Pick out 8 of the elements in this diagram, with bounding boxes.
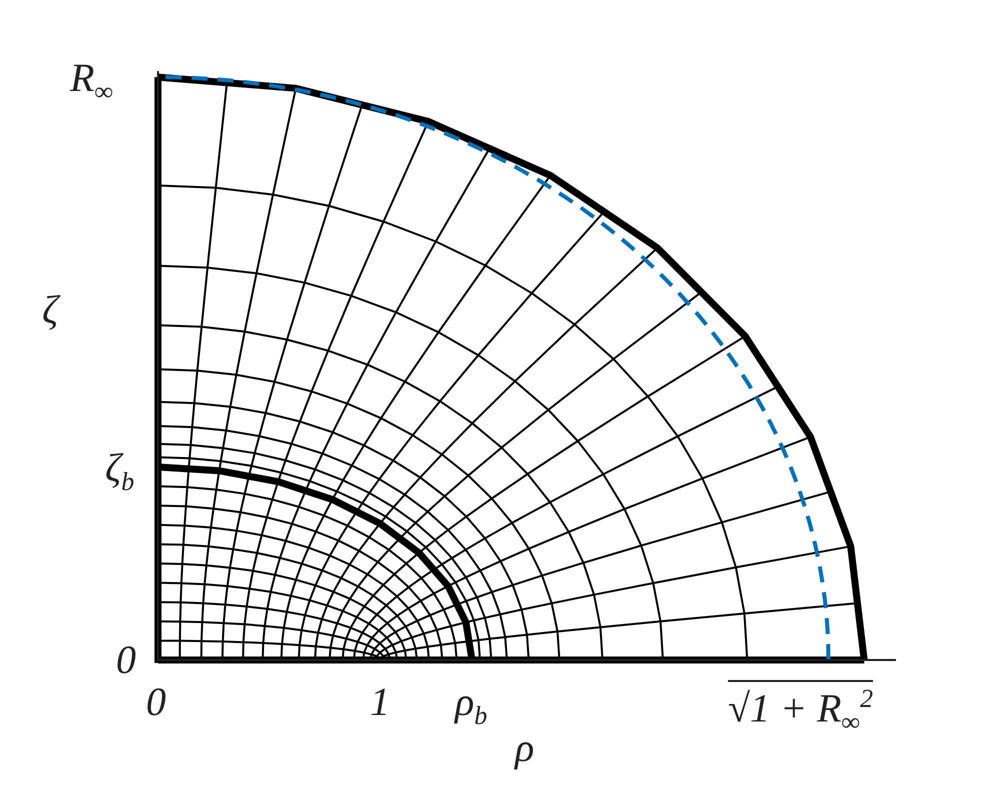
tick-label: ρ$_{b}$ [455,682,488,729]
axis-label: ρ [515,728,534,768]
tick-label: 1 [370,682,390,722]
tick-label: R$_{∞}$ [70,58,113,105]
tick-label: 0 [116,640,136,680]
tick-label: 0 [146,682,166,722]
tick-label: ζ$_{b}$ [105,448,134,495]
axis-label: ζ [42,290,58,330]
